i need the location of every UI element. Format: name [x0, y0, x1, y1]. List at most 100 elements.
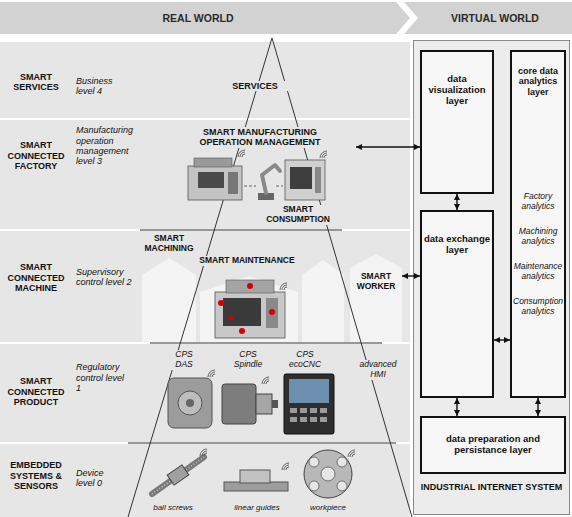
cnc-machine: [215, 292, 285, 338]
up-arrow: [200, 276, 298, 342]
wireless-icon: [282, 463, 289, 470]
das-unit: [168, 378, 212, 428]
layer-box: data preparation and persistance layer: [420, 416, 566, 474]
spindle: [256, 394, 272, 414]
machine-tool: [198, 172, 224, 188]
component-label: CPS ecoCNC: [282, 350, 328, 370]
banner-title: REAL WORLD: [0, 12, 396, 24]
machine-tool: [188, 158, 242, 200]
machining-center: [285, 160, 325, 200]
text-slot: SMART CONNECTED FACTORY: [3, 140, 69, 171]
workpiece-part: [309, 457, 319, 467]
spindle: [222, 384, 278, 424]
level-band: [0, 344, 410, 442]
machining-center: [315, 167, 321, 193]
function-label: SMART MANUFACTURING OPERATION MANAGEMENT: [190, 127, 330, 148]
row-heading: SMART CONNECTED FACTORY: [3, 140, 69, 171]
das-unit: [178, 391, 202, 415]
level-divider: [140, 229, 342, 230]
component-label: CPS DAS: [170, 350, 198, 370]
cnc-machine: [215, 280, 285, 338]
analytics-item: Consumption analytics: [513, 297, 563, 317]
banner-shape: [404, 2, 572, 34]
wireless-icon: [238, 150, 245, 157]
text-slot: VIRTUAL WORLD: [418, 12, 572, 24]
up-arrow: [302, 260, 344, 342]
cnc-control-panel: [290, 408, 327, 422]
service-label: SERVICES: [215, 81, 295, 91]
pyramid-outline: [272, 38, 412, 517]
spindle: [222, 384, 256, 424]
linear-guide: [224, 470, 288, 491]
wireless-icon: [200, 449, 207, 456]
text-slot: advanced HMI: [352, 360, 404, 380]
device-label: ball screws: [145, 503, 201, 512]
banner-title: VIRTUAL WORLD: [418, 12, 572, 24]
text-slot: ball screws: [145, 503, 201, 512]
layer-title: core data analytics layer: [513, 66, 563, 97]
wireless-icon: [280, 283, 287, 290]
text-slot: CPS Spindle: [230, 350, 266, 370]
text-slot: SMART CONNECTED MACHINE: [3, 262, 69, 293]
connector: [356, 146, 420, 147]
workpiece-part: [309, 481, 319, 491]
ball-screw: [152, 457, 204, 494]
workpiece-part: [304, 450, 352, 498]
text-slot: CPS ecoCNC: [282, 350, 328, 370]
pyramid-outline: [128, 38, 412, 517]
ball-screw: [152, 457, 204, 494]
world-banner: VIRTUAL WORLD: [404, 2, 572, 34]
device-label: workpiece: [302, 503, 354, 512]
text-slot: REAL WORLD: [0, 12, 396, 24]
wireless-icon: [320, 151, 327, 158]
level-band: SMART CONNECTED MACHINE Supervisory contr…: [0, 231, 402, 342]
text-slot: SMART MACHINING: [140, 234, 198, 254]
spindle: [272, 400, 278, 408]
system-title: INDUSTRIAL INTERNET SYSTEM: [413, 482, 570, 492]
banner-shape: [0, 2, 410, 34]
pyramid-outline: [128, 38, 272, 517]
level-label: Device level 0: [76, 468, 121, 489]
cnc-control-panel: [320, 417, 327, 422]
wireless-icon: [208, 370, 215, 377]
cnc-control-panel: [320, 408, 327, 413]
cnc-control-panel: [289, 379, 329, 403]
function-label: SMART CONSUMPTION: [262, 205, 334, 225]
device-label: linear guides: [226, 503, 288, 512]
row-heading: SMART CONNECTED MACHINE: [3, 262, 69, 293]
layer-box: core data analytics layerFactory analyti…: [510, 50, 566, 398]
function-label: SMART WORKER: [351, 272, 401, 292]
level-label: Regulatory control level 1: [76, 362, 128, 393]
text-slot: SMART SERVICES: [3, 72, 69, 93]
sensor-dot: [239, 328, 245, 334]
row-heading: SMART CONNECTED PRODUCT: [3, 376, 69, 407]
machine-tool: [188, 166, 242, 200]
text-slot: Consumption analytics: [513, 297, 563, 317]
robot-arm: [258, 165, 280, 200]
connector: [456, 398, 457, 416]
level-label: Business level 4: [76, 76, 131, 97]
text-slot: Manufacturing operation management level…: [76, 125, 142, 166]
cnc-machine: [266, 298, 278, 328]
world-banner: REAL WORLD: [0, 2, 410, 34]
text-slot: workpiece: [302, 503, 354, 512]
text-slot: SMART MAINTENANCE: [195, 256, 299, 266]
workpiece-part: [309, 457, 347, 491]
cnc-control-panel: [300, 417, 307, 422]
ball-screw: [167, 465, 189, 485]
text-slot: EMBEDDED SYSTEMS & SENSORS: [3, 460, 69, 491]
level-band: [0, 42, 410, 517]
up-arrow: [142, 254, 402, 342]
cnc-machine: [223, 298, 261, 326]
wireless-icon: [348, 450, 355, 457]
system-frame: data visualization layer core data analyt…: [413, 40, 570, 515]
level-divider: [128, 442, 396, 443]
text-slot: Maintenance analytics: [513, 262, 563, 282]
text-slot: data preparation and persistance layer: [424, 434, 562, 456]
layer-title: data visualization layer: [424, 74, 490, 107]
text-slot: Factory analytics: [513, 192, 563, 212]
robot-arm: [262, 165, 280, 193]
level-label: Supervisory control level 2: [76, 267, 148, 288]
sensor-dot: [229, 316, 234, 321]
cnc-machine: [226, 280, 274, 293]
